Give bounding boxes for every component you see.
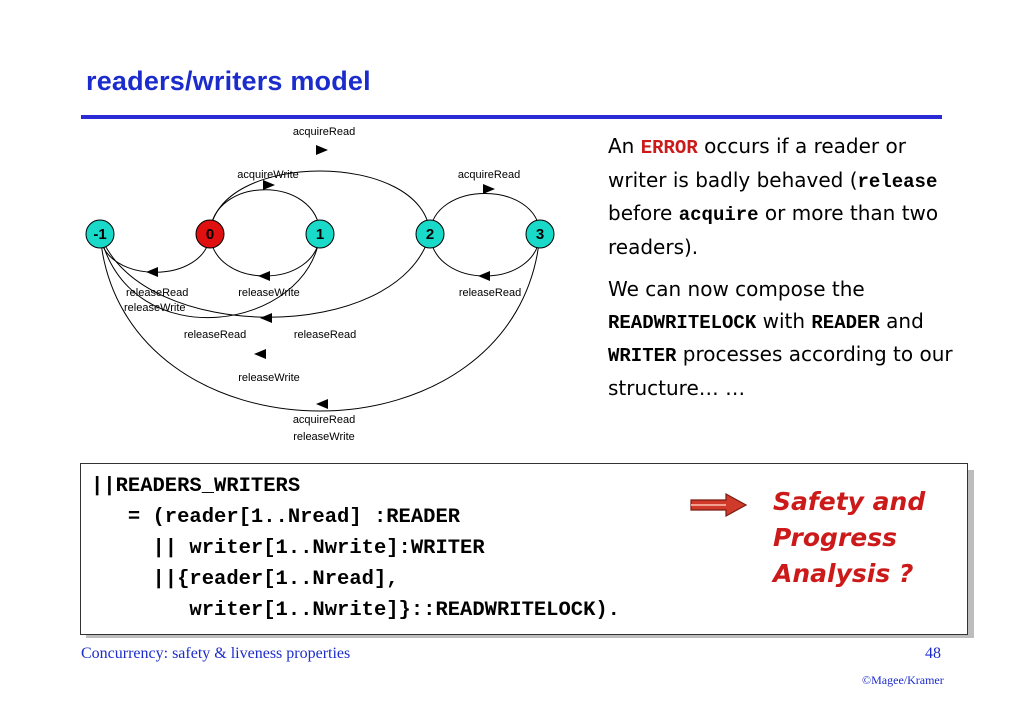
arrow-relwrite-low — [254, 349, 266, 359]
arrow-acqwrite — [263, 180, 275, 190]
slide-title: readers/writers model — [86, 66, 371, 96]
edge-0-1-acquireWrite — [209, 189, 321, 235]
label-acquireRead-right: acquireRead — [458, 169, 520, 181]
state-label-3: 3 — [536, 226, 544, 243]
code-line: ||READERS_WRITERS — [91, 475, 301, 498]
compose-paragraph: We can now compose the READWRITELOCK wit… — [608, 277, 953, 400]
code-line: = (reader[1..Nread] :READER — [91, 506, 461, 529]
state-0 — [195, 219, 225, 249]
state-3 — [525, 219, 555, 249]
edge-2-3-acquireRead — [429, 193, 541, 235]
writer-keyword: WRITER — [608, 345, 677, 367]
arrow-relread-right — [478, 271, 490, 281]
readwritelock-keyword: READWRITELOCK — [608, 311, 757, 334]
code-line: writer[1..Nwrite]}::READWRITELOCK). — [91, 599, 620, 622]
arrow-top — [316, 145, 328, 155]
acquire-keyword: acquire — [678, 204, 759, 226]
title-underline — [81, 115, 942, 119]
right-arrow-icon — [690, 492, 748, 518]
safety-progress-callout: Safety and Progress Analysis ? — [773, 487, 926, 588]
state-2 — [415, 219, 445, 249]
label-releaseRead-left: releaseRead — [126, 287, 188, 299]
label-releaseWrite-low: releaseWrite — [238, 372, 300, 384]
arrow-relwrite-mid — [258, 271, 270, 281]
footer-course: Concurrency: safety & liveness propertie… — [81, 645, 351, 662]
footer-page-number: 48 — [925, 645, 941, 662]
label-bottom-releaseWrite: releaseWrite — [293, 431, 355, 443]
state-label-1: 1 — [316, 226, 324, 243]
label-releaseRead-low1: releaseRead — [184, 329, 246, 341]
label-bottom-acquireRead: acquireRead — [293, 414, 355, 426]
state-1 — [305, 219, 335, 249]
code-box: ||READERS_WRITERS = (reader[1..Nread] :R… — [80, 463, 968, 635]
edge-3-2-releaseRead — [429, 233, 541, 277]
release-keyword: release — [857, 170, 938, 193]
error-paragraph: An ERROR occurs if a reader or writer is… — [608, 134, 939, 259]
code-line: || writer[1..Nwrite]:WRITER — [91, 537, 485, 560]
arrow-relread-left — [146, 267, 158, 277]
edge-1-0-releaseWrite — [209, 233, 321, 277]
label-releaseWrite-left: releaseWrite — [124, 302, 186, 314]
state-label-2: 2 — [426, 226, 434, 243]
edge-minus1-3-acquireRead-releaseWrite — [99, 233, 541, 412]
state-minus1 — [85, 219, 115, 249]
label-top-acquireRead: acquireRead — [293, 126, 355, 138]
state-label-minus1: -1 — [93, 226, 106, 243]
state-label-0: 0 — [206, 226, 214, 243]
footer-copyright: ©Magee/Kramer — [862, 673, 944, 687]
code-line: ||{reader[1..Nread], — [91, 568, 399, 591]
state-machine-diagram: -1 0 1 2 3 acquireRead acquireWrite acqu… — [85, 126, 555, 443]
arrow-relread-low — [260, 313, 272, 323]
reader-keyword: READER — [811, 311, 880, 334]
code-listing: ||READERS_WRITERS = (reader[1..Nread] :R… — [91, 471, 620, 626]
label-releaseWrite-mid: releaseWrite — [238, 287, 300, 299]
label-acquireWrite: acquireWrite — [237, 169, 299, 181]
edge-0-minus1-releaseRead-releaseWrite — [99, 233, 211, 273]
label-releaseRead-low2: releaseRead — [294, 329, 356, 341]
arrow-bottom — [316, 399, 328, 409]
label-releaseRead-right: releaseRead — [459, 287, 521, 299]
edge-minus1-1-releaseWrite — [99, 233, 321, 319]
error-keyword: ERROR — [640, 137, 698, 159]
arrow-acqread-right — [483, 184, 495, 194]
